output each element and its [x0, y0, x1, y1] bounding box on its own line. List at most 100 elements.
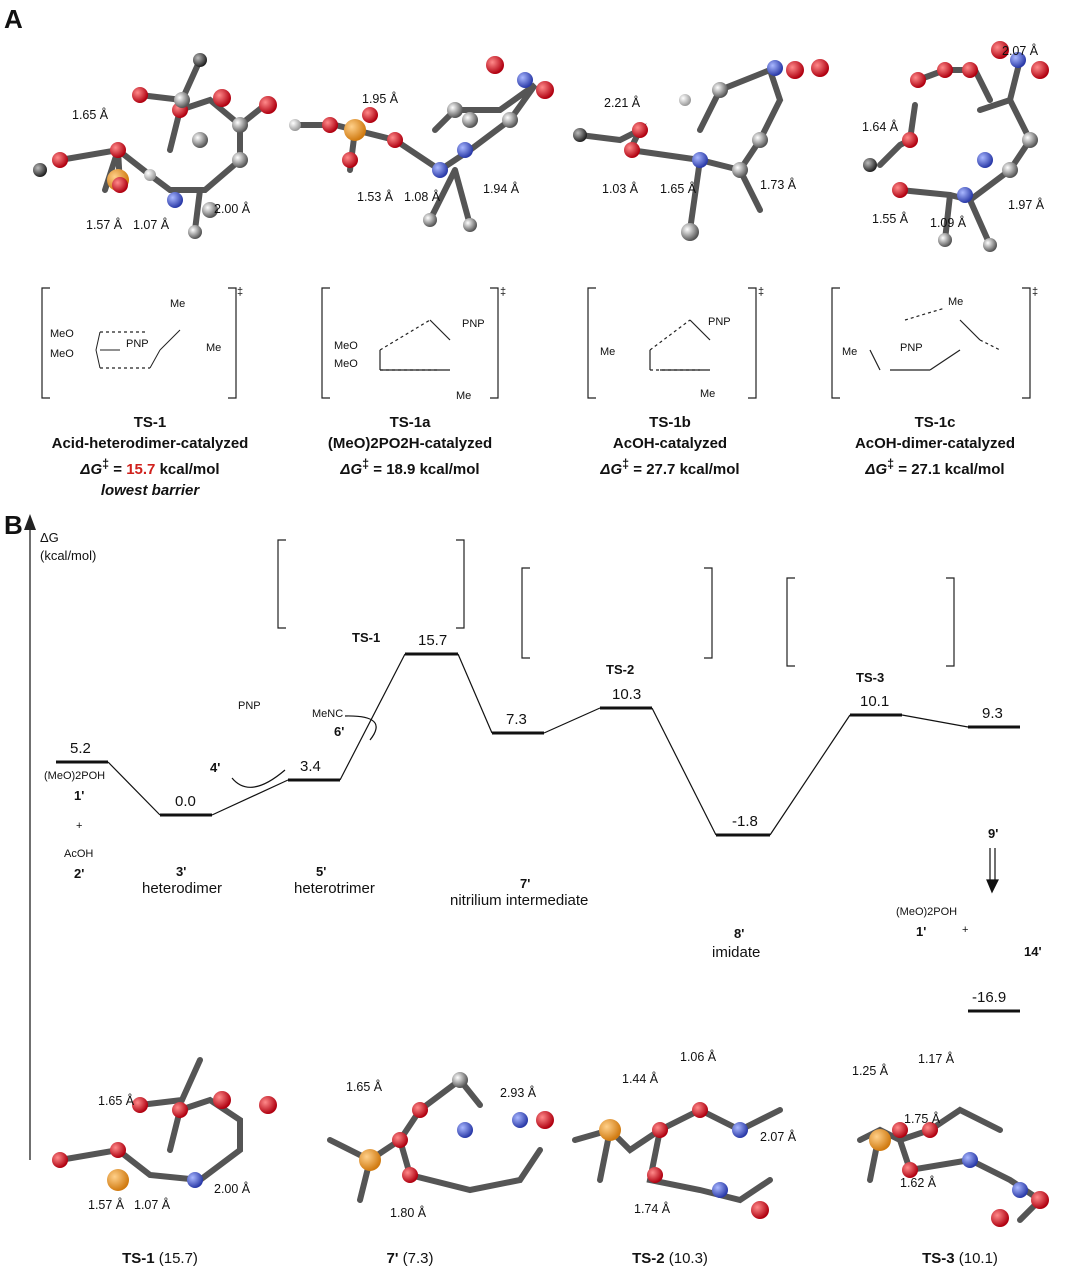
pnp-label: PNP [462, 318, 485, 330]
pnp-label: PNP [126, 338, 149, 350]
pnp-label: PNP [900, 342, 923, 354]
panel-a-label: A [4, 4, 23, 34]
species-number: 4' [210, 760, 221, 775]
ts-name: TS-1b [649, 414, 691, 431]
ts-1c-model [863, 41, 1049, 252]
species-label: heterotrimer [294, 880, 375, 897]
ts-label: TS-2 [606, 662, 635, 677]
dist-label: 1.07 Å [133, 218, 170, 232]
dist-label: 1.73 Å [760, 178, 797, 192]
dist-label: 2.07 Å [760, 1130, 797, 1144]
me-label: Me [700, 388, 716, 400]
ts-barrier: ΔG‡ = 27.7 kcal/mol [600, 457, 740, 478]
level-value: 7.3 [506, 711, 527, 728]
species-number: 14' [1024, 944, 1042, 959]
dist-label: 2.07 Å [1002, 44, 1039, 58]
species-formula: (MeO)2POH [44, 770, 106, 782]
level-value: -16.9 [972, 989, 1007, 1006]
pnp-label: PNP [708, 316, 731, 328]
species-number: 1' [916, 924, 927, 939]
ts-note: lowest barrier [100, 482, 200, 499]
level-value: 5.2 [70, 740, 91, 757]
dist-label: 1.75 Å [904, 1112, 941, 1126]
energy-profile [24, 514, 1020, 1160]
dist-label: 1.25 Å [852, 1064, 889, 1078]
level-value: 15.7 [418, 632, 448, 649]
dist-label: 1.95 Å [362, 92, 399, 106]
dist-label: 1.17 Å [918, 1052, 955, 1066]
dist-label: 2.00 Å [214, 1182, 251, 1196]
dagger: ‡ [1032, 286, 1039, 298]
axis-label-unit: (kcal/mol) [40, 548, 97, 563]
ts-desc: (MeO)2PO2H-catalyzed [327, 435, 493, 452]
dagger: ‡ [237, 286, 244, 298]
species-number: 1' [74, 788, 85, 803]
species-number: 2' [74, 866, 85, 881]
ts-label: TS-1 [352, 630, 381, 645]
panel-a-3d-models [33, 41, 1049, 252]
bottom-caption-7: 7' (7.3) [386, 1250, 434, 1267]
me-label: Me [842, 346, 858, 358]
dist-label: 1.80 Å [390, 1206, 427, 1220]
ts-1a-model [289, 56, 554, 232]
dist-label: 1.65 Å [346, 1080, 383, 1094]
level-value: 9.3 [982, 705, 1003, 722]
dist-label: 1.57 Å [88, 1198, 125, 1212]
axis-label-dg: ΔG [40, 530, 59, 545]
ts-name: TS-1 [133, 414, 167, 431]
dist-label: 1.55 Å [872, 212, 909, 226]
plus-sign: + [962, 924, 969, 936]
level-value: -1.8 [732, 813, 758, 830]
dagger: ‡ [758, 286, 765, 298]
pnp-label: PNP [238, 700, 261, 712]
species-formula: AcOH [64, 848, 94, 860]
dist-label: 1.09 Å [930, 216, 967, 230]
species-label: heterodimer [142, 880, 223, 897]
dist-label: 1.94 Å [483, 182, 520, 196]
panel-a-ts-structures [41, 287, 1031, 399]
meo-label: MeO [50, 348, 74, 360]
species-number: 5' [316, 864, 327, 879]
species-label: nitrilium intermediate [450, 892, 589, 909]
dist-label: 1.65 Å [98, 1094, 135, 1108]
dist-label: 1.07 Å [134, 1198, 171, 1212]
plus-sign: + [76, 820, 83, 832]
me-label: Me [600, 346, 616, 358]
ts-name: TS-1c [914, 414, 956, 431]
bottom-caption-ts-2: TS-2 (10.3) [632, 1250, 708, 1267]
dist-label: 2.00 Å [214, 202, 251, 216]
ts-barrier: ΔG‡ = 27.1 kcal/mol [865, 457, 1005, 478]
species-number: 3' [176, 864, 187, 879]
dist-label: 1.65 Å [72, 108, 109, 122]
species-label: imidate [712, 944, 761, 961]
level-value: 10.3 [612, 686, 642, 703]
dist-label: 1.53 Å [357, 190, 394, 204]
species-formula: MeNC [312, 708, 344, 720]
species-formula: (MeO)2POH [896, 906, 958, 918]
species-number: 7' [520, 876, 531, 891]
dist-label: 2.93 Å [500, 1086, 537, 1100]
ts-barrier: ΔG‡ = 18.9 kcal/mol [340, 457, 480, 478]
dist-label: 1.74 Å [634, 1202, 671, 1216]
dist-label: 1.65 Å [660, 182, 697, 196]
species-number: 9' [988, 826, 999, 841]
meo-label: MeO [334, 340, 358, 352]
species-number: 8' [734, 926, 745, 941]
level-value: 0.0 [175, 793, 196, 810]
ts-1-model [33, 53, 277, 239]
ts-desc: AcOH-dimer-catalyzed [854, 435, 1016, 452]
ts-1b-model [573, 59, 829, 241]
ts-desc: Acid-heterodimer-catalyzed [51, 435, 249, 452]
dist-label: 1.57 Å [86, 218, 123, 232]
dist-label: 1.62 Å [900, 1176, 937, 1190]
caption-ts-1: TS-1 Acid-heterodimer-catalyzed ΔG‡ = 15… [40, 412, 260, 501]
ts-barrier: ΔG‡ = 15.7 kcal/mol [80, 457, 220, 478]
ts-desc: AcOH-catalyzed [612, 435, 728, 452]
level-value: 3.4 [300, 758, 321, 775]
meo-label: MeO [334, 358, 358, 370]
dist-label: 1.64 Å [862, 120, 899, 134]
me-label: Me [456, 390, 472, 402]
dist-label: 1.03 Å [602, 182, 639, 196]
ts-label: TS-3 [856, 670, 885, 685]
dist-label: 1.08 Å [404, 190, 441, 204]
